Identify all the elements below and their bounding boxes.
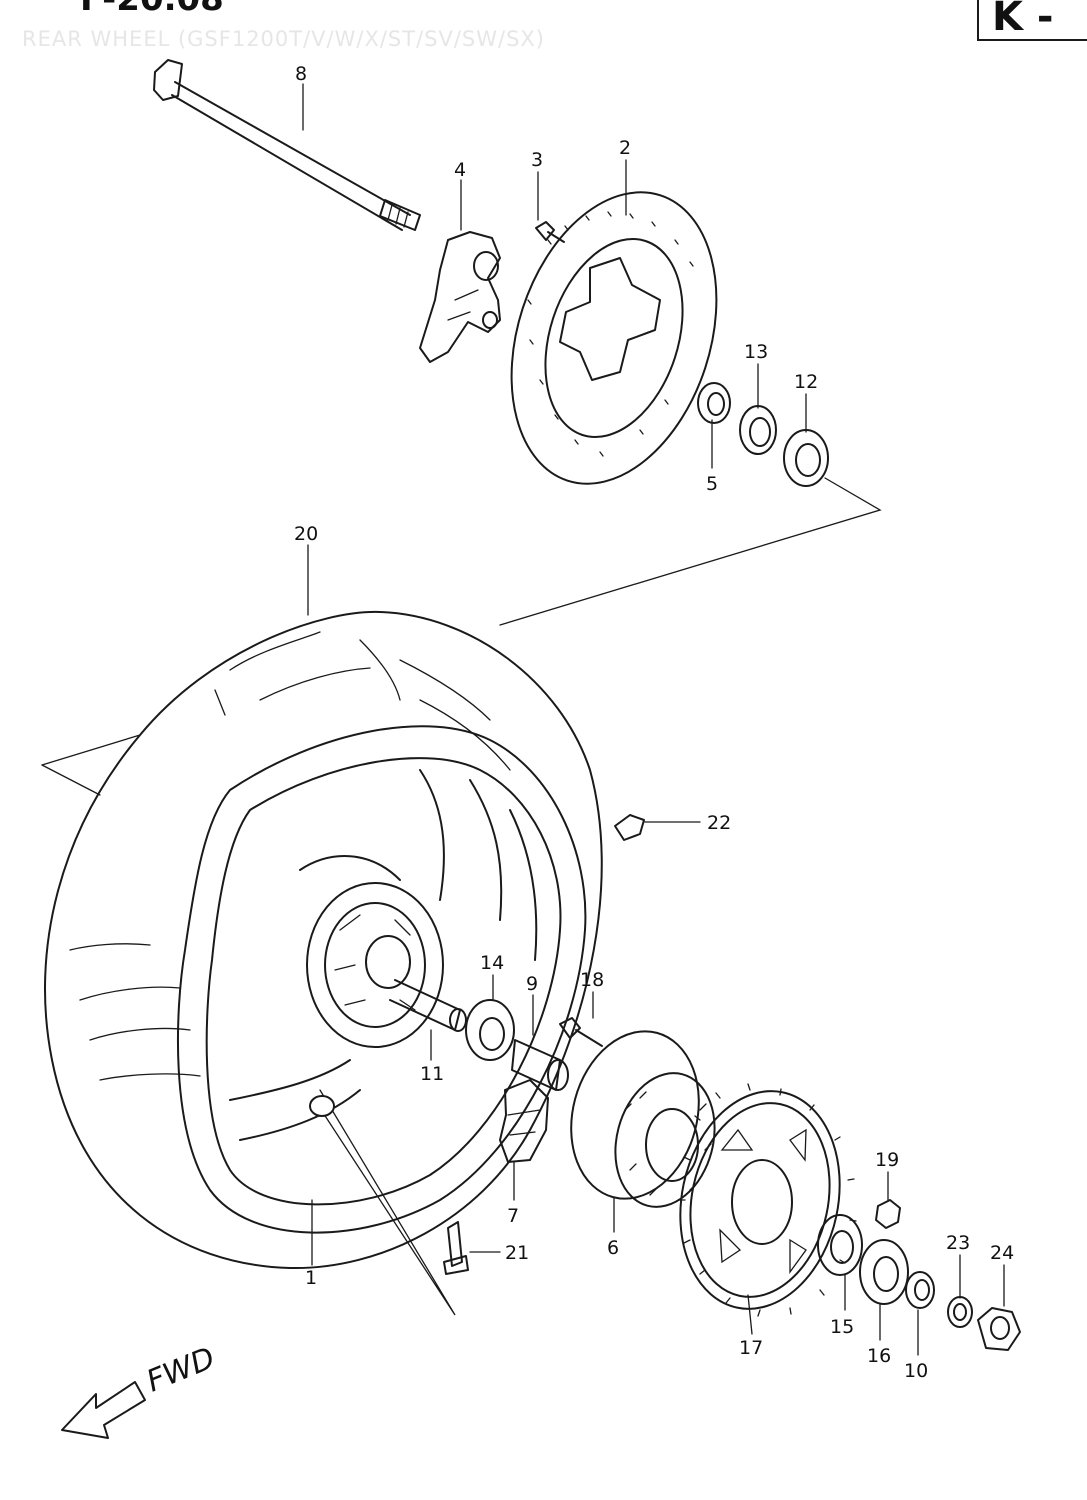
tire-valve-21 [443, 1221, 469, 1275]
sprocket-drum-6 [570, 1030, 716, 1208]
caliper-bracket [419, 231, 501, 363]
leader-lines [302, 83, 1005, 1356]
oil-seal-16 [859, 1239, 909, 1305]
oil-seal-13 [739, 405, 777, 455]
balancer-weight-22 [614, 814, 645, 841]
nut-19 [875, 1199, 901, 1229]
callout-2: 2 [619, 137, 631, 159]
callout-14: 14 [480, 952, 504, 974]
callout-21: 21 [505, 1242, 529, 1264]
callout-labels: 8 4 3 2 13 12 5 20 22 14 9 18 11 7 6 1 2… [294, 63, 1014, 1382]
callout-8: 8 [295, 63, 307, 85]
callout-5: 5 [706, 473, 718, 495]
callout-18: 18 [580, 969, 604, 991]
callout-24: 24 [990, 1242, 1014, 1264]
callout-19: 19 [875, 1149, 899, 1171]
disc-bolt [535, 221, 565, 243]
rear-sprocket [678, 1083, 857, 1317]
axle-nut-24 [977, 1307, 1021, 1351]
callout-4: 4 [454, 159, 466, 181]
forward-direction-indicator: FWD [61, 1341, 220, 1439]
callout-7: 7 [507, 1205, 519, 1227]
fwd-label: FWD [142, 1341, 220, 1400]
rear-brake-disc [510, 191, 718, 485]
callout-15: 15 [830, 1316, 854, 1338]
bearing-14 [465, 999, 515, 1061]
callout-10: 10 [904, 1360, 928, 1382]
callout-1: 1 [305, 1267, 317, 1289]
rear-wheel-rim [176, 725, 587, 1234]
rear-axle [153, 59, 421, 231]
callout-23: 23 [946, 1232, 970, 1254]
callout-22: 22 [707, 812, 731, 834]
bolt-18 [559, 1017, 603, 1047]
spacer-10 [905, 1271, 935, 1309]
diagram-subtitle: REAR WHEEL (GSF1200T/V/W/X/ST/SV/SW/SX) [22, 27, 545, 51]
callout-6: 6 [607, 1237, 619, 1259]
page-code-label: F-20.08 [80, 0, 224, 19]
rear-tire [44, 610, 603, 1270]
callout-3: 3 [531, 149, 543, 171]
section-code: K - [992, 0, 1054, 40]
callout-16: 16 [867, 1345, 891, 1367]
section-code-box: K - [977, 0, 1087, 41]
callout-13: 13 [744, 341, 768, 363]
callout-17: 17 [739, 1337, 763, 1359]
callout-20: 20 [294, 523, 318, 545]
callout-9: 9 [526, 973, 538, 995]
spacer-11 [389, 979, 467, 1032]
callout-11: 11 [420, 1063, 444, 1085]
spacer-9 [511, 1039, 569, 1091]
bearing-12 [783, 429, 829, 487]
spacer-5 [697, 382, 731, 424]
callout-12: 12 [794, 371, 818, 393]
bearing-15 [817, 1214, 863, 1276]
washer-23 [947, 1296, 973, 1328]
damper-7 [499, 1079, 549, 1163]
